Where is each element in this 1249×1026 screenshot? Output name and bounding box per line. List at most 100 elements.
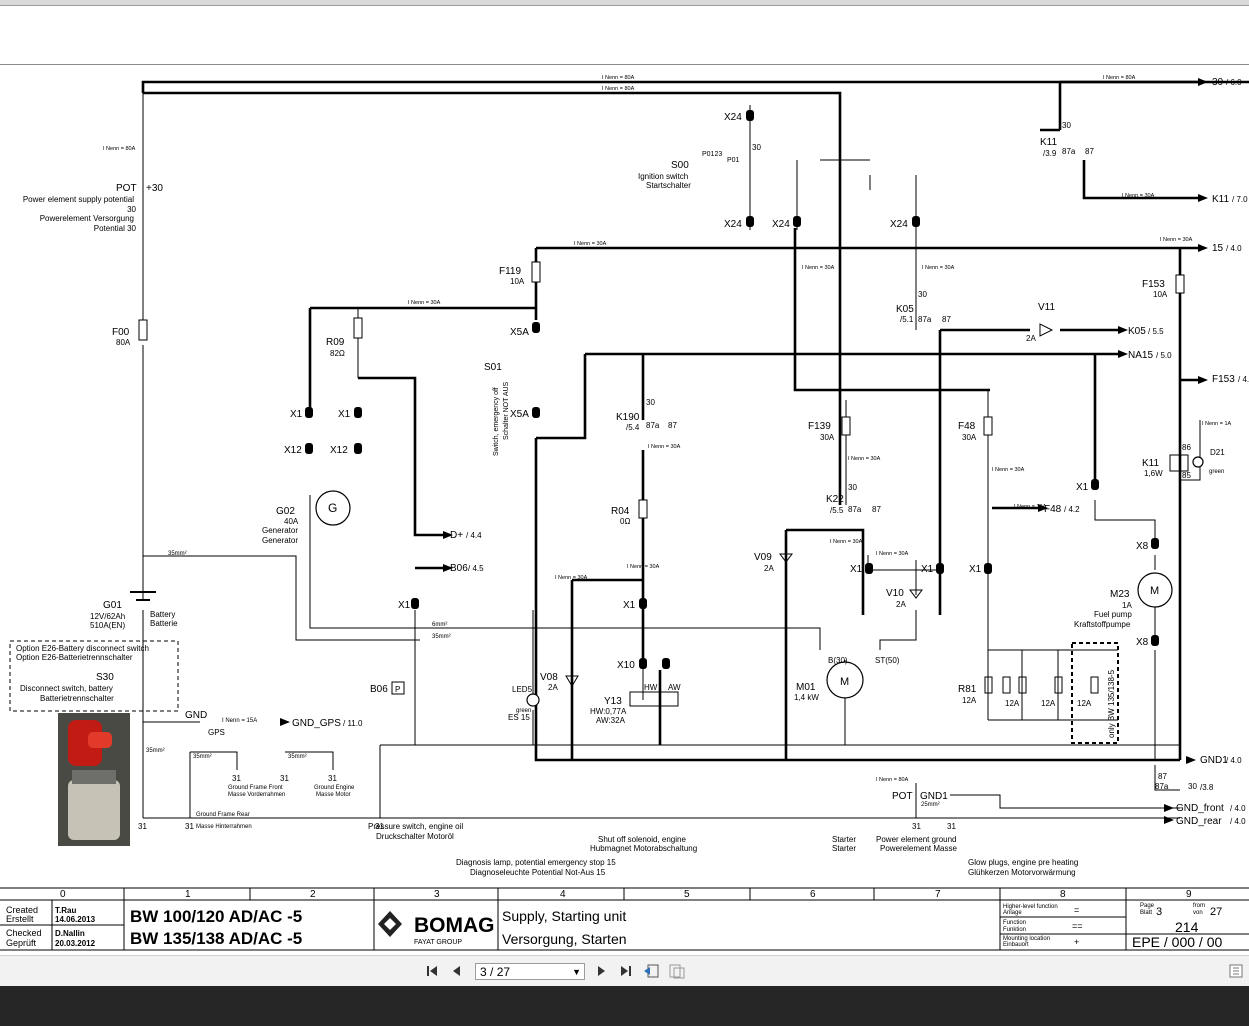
s30-option-2: Option E26-Batterietrennschalter	[16, 653, 133, 662]
k11-out-ref: / 7.0	[1232, 195, 1248, 204]
dplus-ref: / 4.4	[466, 531, 482, 540]
chevron-down-icon[interactable]: ▼	[572, 967, 581, 977]
field-function-val: =	[1074, 905, 1079, 915]
created-date: 14.06.2013	[55, 915, 96, 924]
x1-r09: X1	[338, 409, 351, 420]
m01-st50: ST(50)	[875, 656, 900, 665]
pin-k11-87a: 87a	[1062, 147, 1076, 156]
brand-sub: FAYAT GROUP	[414, 939, 462, 946]
pin-k11-30: 30	[1062, 121, 1071, 130]
title-col-1: 1	[185, 889, 191, 900]
inenn-30-b: I Nenn = 30A	[1160, 237, 1193, 243]
m01-desc-1: Starter	[832, 835, 856, 844]
f153-value: 10A	[1153, 290, 1168, 299]
created-label-de: Erstellt	[6, 914, 34, 924]
fuse-symbols	[138, 261, 1185, 519]
inenn-80-e: I Nenn = 80A	[876, 777, 909, 783]
pot-desc-1: Power element supply potential	[23, 195, 134, 204]
inenn-80-d: I Nenn = 80A	[103, 146, 136, 152]
g02-desc-2: Generator	[262, 536, 298, 545]
g01-label: G01	[103, 600, 122, 611]
f00-label: F00	[112, 327, 130, 338]
m01-symbol: M	[840, 676, 849, 688]
x24-b: X24	[724, 219, 742, 230]
r81-val-4: 12A	[1077, 699, 1092, 708]
y13-desc-2: Hubmagnet Motorabschaltung	[590, 844, 697, 853]
mm25: 25mm²	[921, 802, 940, 808]
led5-green: green	[516, 708, 531, 714]
led-desc-2: Diagnoseleuchte Potential Not-Aus 15	[470, 868, 606, 877]
s00-desc-1: Ignition switch	[638, 172, 688, 181]
p01: P01	[727, 157, 740, 164]
next-view-icon[interactable]	[668, 962, 686, 980]
checked-date: 20.03.2012	[55, 939, 96, 948]
g02-value: 40A	[284, 517, 299, 526]
first-page-icon[interactable]	[424, 962, 442, 980]
pot-value: +30	[146, 183, 163, 194]
es15-label: ES 15	[508, 713, 530, 722]
b06-desc-1: Pressure switch, engine oil	[368, 822, 463, 831]
pin-31-g: 31	[912, 822, 921, 831]
last-page-icon[interactable]	[616, 962, 634, 980]
page-number-input[interactable]: 3 / 27 ▼	[475, 963, 585, 980]
pin-k190-30: 30	[646, 398, 655, 407]
gnd-front-ref: / 4.0	[1230, 804, 1246, 813]
d21-label: D21	[1210, 448, 1225, 457]
x1-k190: X1	[623, 600, 636, 611]
sidebar-toggle-icon[interactable]	[1229, 964, 1243, 978]
title-block-frame	[0, 887, 1249, 951]
pin-k22-87a: 87a	[848, 505, 862, 514]
previous-page-icon[interactable]	[448, 962, 466, 980]
k11-out: K11	[1212, 194, 1229, 205]
mm35-e: 35mm²	[432, 634, 451, 640]
model-line-2: BW 135/138 AD/AC -5	[130, 929, 302, 948]
y13-aw: AW:32A	[596, 716, 626, 725]
m01-label: M01	[796, 682, 816, 693]
previous-view-icon[interactable]	[642, 962, 660, 980]
r81-desc-2: Glühkerzen Motorvorwärmung	[968, 868, 1076, 877]
s30-desc-2: Batterietrennschalter	[40, 694, 114, 703]
f48-out: F48	[1044, 504, 1062, 515]
page-separator: /	[490, 965, 494, 979]
gnd-rear-out: GND_rear	[1176, 816, 1222, 827]
f48-out-ref: / 4.2	[1064, 505, 1080, 514]
machine-symbols	[315, 456, 1204, 707]
out-30-ref: / 6.0	[1226, 78, 1242, 87]
x5a-bottom: X5A	[510, 409, 529, 420]
pin-out-87a: 87a	[1155, 782, 1169, 791]
next-page-icon[interactable]	[592, 962, 610, 980]
x1-v10: X1	[921, 564, 934, 575]
x1-g02: X1	[290, 409, 303, 420]
v08-label: V08	[540, 672, 558, 683]
r81-label: R81	[958, 684, 977, 695]
mm35-c: 35mm²	[193, 754, 212, 760]
page-top-edge	[0, 64, 1249, 65]
pin-k22-30: 30	[848, 483, 857, 492]
m01-desc-2: Starter	[832, 844, 856, 853]
field-function: Higher-level function	[1003, 904, 1058, 910]
inenn-30-j: I Nenn = 30A	[1014, 504, 1047, 510]
x1-f48: X1	[969, 564, 982, 575]
x12-g02: X12	[284, 445, 302, 456]
g02-desc-1: Generator	[262, 526, 298, 535]
title-col-5: 5	[684, 889, 690, 900]
mm35-b: 35mm²	[146, 748, 165, 754]
k11-ref-out: /3.8	[1200, 783, 1214, 792]
pin-k11b-86: 86	[1182, 443, 1191, 452]
title-col-6: 6	[810, 889, 816, 900]
field-func2-de: Funktion	[1003, 927, 1026, 933]
pin-31-b: 31	[185, 822, 194, 831]
f119-value: 10A	[510, 277, 525, 286]
b06-out-ref: / 4.5	[468, 564, 484, 573]
pin-k190-87: 87	[668, 421, 677, 430]
out-15-ref: / 4.0	[1226, 244, 1242, 253]
pot2-desc-1: Power element ground	[876, 835, 957, 844]
f48-label: F48	[958, 421, 976, 432]
p0123: P0123	[702, 151, 722, 158]
field-loc: Mounting location	[1003, 936, 1050, 942]
supply-rails	[141, 80, 1249, 762]
drawing-number: 214	[1175, 919, 1199, 935]
k11-top-ref: /3.9	[1043, 149, 1057, 158]
k05-ref: /5.1	[900, 315, 914, 324]
v10-label: V10	[886, 588, 904, 599]
